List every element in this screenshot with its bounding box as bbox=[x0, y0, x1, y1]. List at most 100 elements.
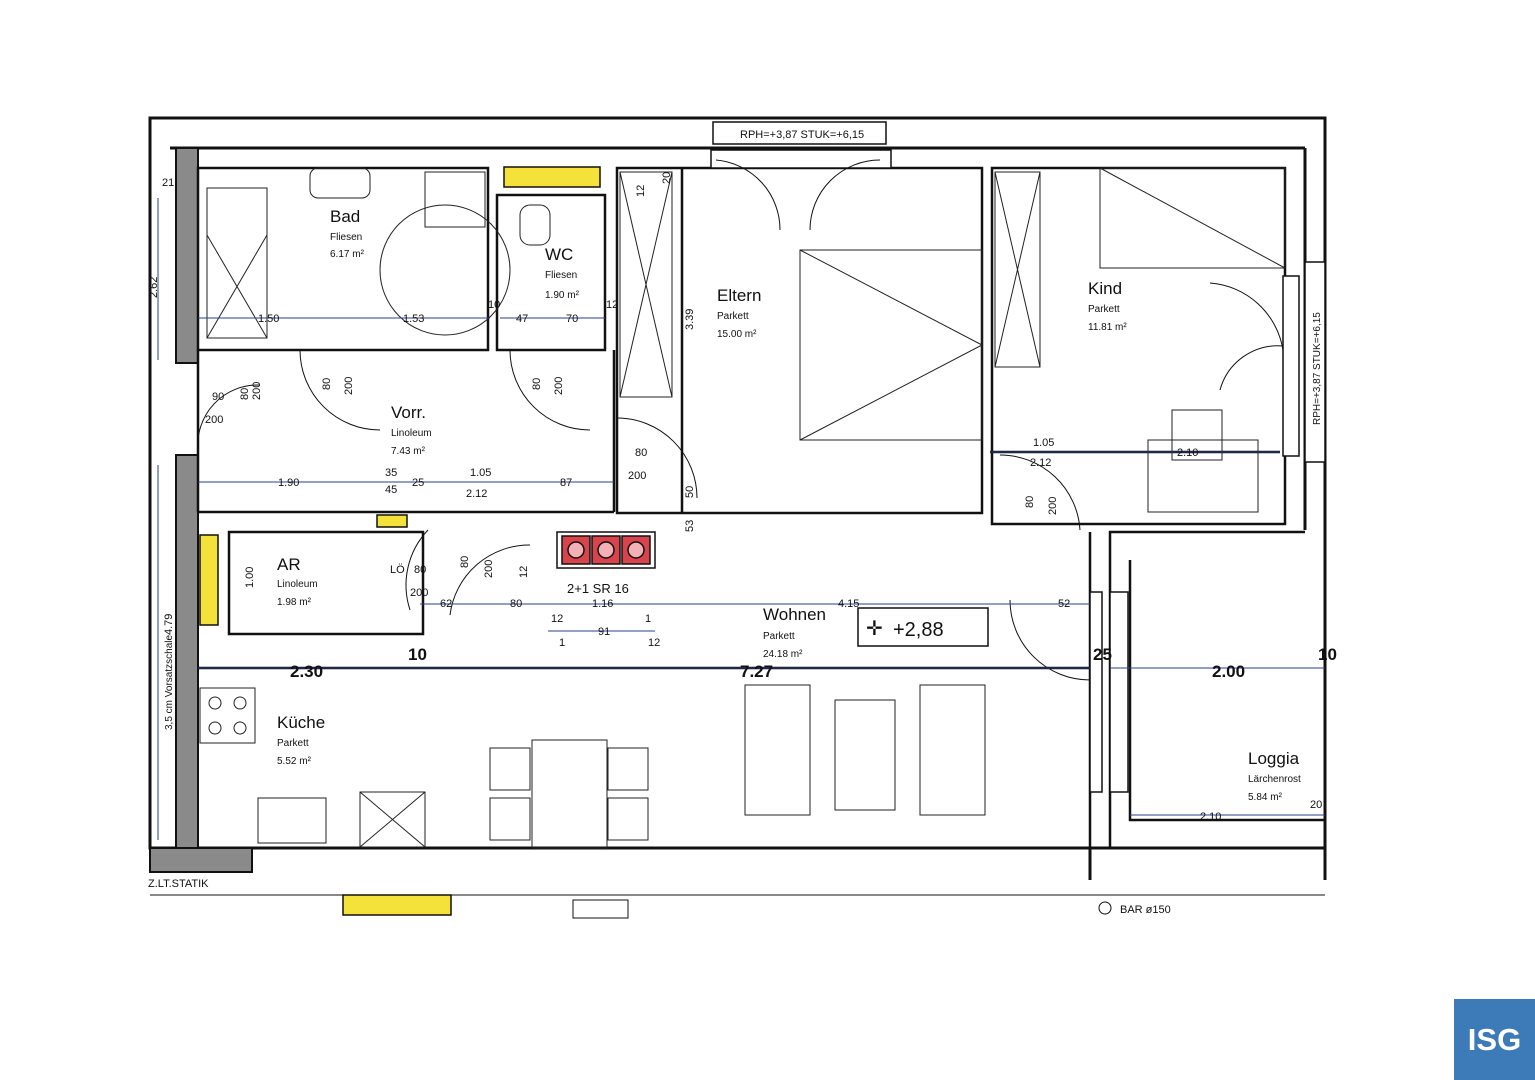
dim-label: 80 bbox=[531, 378, 543, 390]
bar-label: BAR ø150 bbox=[1120, 904, 1171, 916]
dim-label: 80 bbox=[510, 598, 522, 610]
dim-label: 2.10 bbox=[1200, 811, 1221, 823]
dim-label: 12 bbox=[551, 613, 563, 625]
room-name: AR bbox=[277, 555, 301, 574]
room-vorr: Vorr. Linoleum 7.43 m² bbox=[391, 403, 432, 457]
room-floor: Parkett bbox=[763, 631, 795, 642]
dim-label: 10 bbox=[1318, 645, 1337, 664]
dim-label: 80 bbox=[239, 388, 251, 400]
statik-label: Z.LT.STATIK bbox=[148, 878, 209, 890]
room-floor: Linoleum bbox=[277, 579, 318, 590]
dim-label: 2.12 bbox=[1030, 457, 1051, 469]
interior-walls bbox=[196, 166, 1325, 848]
dim-label: 70 bbox=[566, 313, 578, 325]
dim-label: 12 bbox=[518, 566, 530, 578]
dim-label: 80 bbox=[414, 564, 426, 576]
dim-label: 21 bbox=[162, 177, 174, 189]
room-name: Vorr. bbox=[391, 403, 426, 422]
window-top-label: RPH=+3,87 STUK=+6,15 bbox=[740, 129, 864, 141]
dim-label: 80 bbox=[635, 447, 647, 459]
dim-label: 53 bbox=[684, 520, 696, 532]
room-area: 7.43 m² bbox=[391, 446, 426, 457]
dim-label: 2.30 bbox=[290, 662, 323, 681]
dim-label: 47 bbox=[516, 313, 528, 325]
dim-label: 1.90 bbox=[278, 477, 299, 489]
level-marker-box bbox=[857, 607, 989, 647]
dim-label: 200 bbox=[628, 470, 646, 482]
left-wall-hatched bbox=[149, 147, 253, 873]
room-floor: Parkett bbox=[1088, 304, 1120, 315]
dim-label: 80 bbox=[1024, 496, 1036, 508]
room-area: 1.90 m² bbox=[545, 290, 580, 301]
furniture bbox=[199, 167, 1286, 849]
door-swings bbox=[197, 159, 1284, 681]
room-floor: Parkett bbox=[717, 311, 749, 322]
lower-floor-fragment bbox=[150, 894, 1325, 919]
level-marker-value: +2,88 bbox=[893, 619, 944, 641]
room-area: 6.17 m² bbox=[330, 249, 365, 260]
window-right-label: RPH=+3,87 STUK=+6,15 bbox=[1312, 312, 1323, 425]
room-area: 24.18 m² bbox=[763, 649, 803, 660]
dim-label: 45 bbox=[385, 484, 397, 496]
dim-label: 4.15 bbox=[838, 598, 859, 610]
dim-label: 200 bbox=[410, 587, 428, 599]
dim-label: 50 bbox=[684, 486, 696, 498]
room-eltern: Eltern Parkett 15.00 m² bbox=[717, 286, 761, 340]
room-kueche: Küche Parkett 5.52 m² bbox=[277, 713, 325, 767]
dim-label: 2.00 bbox=[1212, 662, 1245, 681]
room-name: Kind bbox=[1088, 279, 1122, 298]
room-loggia: Loggia Lärchenrost 5.84 m² bbox=[1248, 749, 1301, 803]
dim-label: 62 bbox=[440, 598, 452, 610]
dim-label: 10 bbox=[408, 645, 427, 664]
dim-label: 1.05 bbox=[470, 467, 491, 479]
chimney bbox=[556, 531, 656, 569]
dim-label: 200 bbox=[553, 377, 565, 395]
room-name: WC bbox=[545, 245, 573, 264]
room-floor: Fliesen bbox=[545, 270, 577, 281]
dim-label: 25 bbox=[1093, 645, 1112, 664]
dim-label: 3.39 bbox=[684, 309, 696, 330]
dim-label: 1.50 bbox=[258, 313, 279, 325]
dim-label: 35 bbox=[385, 467, 397, 479]
room-floor: Parkett bbox=[277, 738, 309, 749]
dim-label: 90 bbox=[212, 391, 224, 403]
dim-label: 12 bbox=[648, 637, 660, 649]
dim-label: 20 bbox=[661, 172, 673, 184]
dim-label: 200 bbox=[251, 382, 263, 400]
room-area: 11.81 m² bbox=[1088, 322, 1127, 333]
room-wohnen: Wohnen Parkett 24.18 m² bbox=[763, 605, 826, 660]
isg-logo: ISG bbox=[1454, 999, 1535, 1080]
dim-label: 1.53 bbox=[403, 313, 424, 325]
wall-note: 3,5 cm Vorsatzschale bbox=[164, 635, 175, 730]
room-name: Wohnen bbox=[763, 605, 826, 624]
room-ar: AR Linoleum 1.98 m² bbox=[277, 555, 318, 608]
dim-label: 25 bbox=[412, 477, 424, 489]
dim-label: 1 bbox=[559, 637, 565, 649]
chimney-label: 2+1 SR 16 bbox=[567, 581, 629, 596]
shafts bbox=[199, 166, 601, 916]
dim-label: 200 bbox=[343, 377, 355, 395]
dimension-labels: 2.30 7.27 2.00 10 10 25 1.50 1.53 47 70 … bbox=[148, 172, 1337, 823]
room-name: Bad bbox=[330, 207, 360, 226]
room-area: 15.00 m² bbox=[717, 329, 757, 340]
dim-label: 200 bbox=[1047, 497, 1059, 515]
dim-label: 10 bbox=[488, 299, 500, 311]
dim-label: 1.16 bbox=[592, 598, 613, 610]
room-area: 5.84 m² bbox=[1248, 792, 1283, 803]
dim-label: 2.10 bbox=[1177, 447, 1198, 459]
dim-label: 80 bbox=[459, 556, 471, 568]
room-floor: Fliesen bbox=[330, 232, 362, 243]
dim-label: 12 bbox=[606, 299, 618, 311]
dim-label: 1 bbox=[645, 613, 651, 625]
dim-label: 52 bbox=[1058, 598, 1070, 610]
level-marker-icon: ✛ bbox=[866, 618, 883, 640]
dim-label: 200 bbox=[205, 414, 223, 426]
room-bad: Bad Fliesen 6.17 m² bbox=[330, 207, 365, 260]
dim-label: 7.27 bbox=[740, 662, 773, 681]
room-name: Eltern bbox=[717, 286, 761, 305]
windows bbox=[710, 121, 1326, 793]
dim-label: 2.12 bbox=[466, 488, 487, 500]
dimension-lines bbox=[157, 198, 1325, 840]
room-name: Küche bbox=[277, 713, 325, 732]
